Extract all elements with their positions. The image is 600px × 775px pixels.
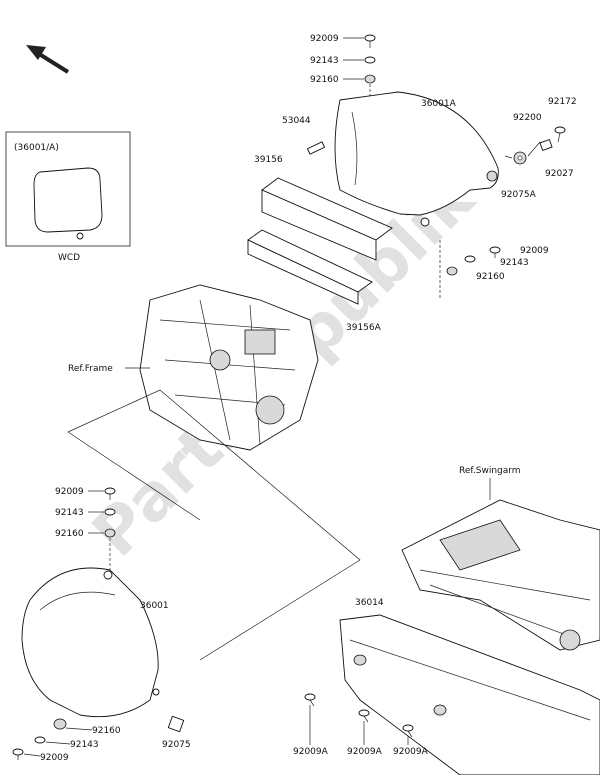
label-92009-top: 92009 (310, 34, 339, 44)
label-53044: 53044 (282, 116, 311, 126)
label-92172: 92172 (548, 97, 577, 107)
bottom-right-bolts (304, 693, 414, 745)
side-cover-left (21, 567, 160, 718)
frame-illustration (125, 284, 319, 451)
label-36001: 36001 (140, 601, 169, 611)
swingarm-illustration (401, 478, 600, 651)
label-92143-top: 92143 (310, 56, 339, 66)
label-92009A-1: 92009A (293, 747, 329, 757)
label-ref-swingarm: Ref.Swingarm (459, 466, 521, 476)
left-fasteners (88, 487, 116, 570)
label-92160-left: 92160 (55, 529, 84, 539)
label-92009A-2: 92009A (347, 747, 383, 757)
label-92160-mid: 92160 (476, 272, 505, 282)
label-92009A-3: 92009A (393, 747, 429, 757)
label-92027: 92027 (545, 169, 574, 179)
label-92009-mid: 92009 (520, 246, 549, 256)
label-92075A: 92075A (501, 190, 537, 200)
label-92143-left: 92143 (55, 508, 84, 518)
label-92160-bot: 92160 (92, 726, 121, 736)
grommet-icon (364, 74, 376, 84)
inset-box: (36001/A) WCD (5, 131, 131, 263)
label-92075: 92075 (162, 740, 191, 750)
washer-icon (364, 56, 376, 64)
chain-cover (339, 614, 600, 775)
label-36014: 36014 (355, 598, 384, 608)
guide-lines (67, 389, 361, 661)
direction-arrow-icon (26, 45, 70, 74)
bolt-icon (364, 34, 376, 42)
bottom-fasteners (12, 715, 185, 760)
label-92009-left: 92009 (55, 487, 84, 497)
label-ref-frame: Ref.Frame (68, 364, 113, 374)
label-36001A: 36001A (421, 99, 457, 109)
label-92009-bot: 92009 (40, 753, 69, 763)
right-fasteners (306, 126, 566, 300)
side-cover-right (334, 91, 499, 227)
label-92200: 92200 (513, 113, 542, 123)
filters (247, 177, 393, 305)
label-92143-mid: 92143 (500, 258, 529, 268)
part-labels: 92009 92143 92160 53044 36001A 92200 921… (40, 34, 577, 763)
label-92143-bot: 92143 (70, 740, 99, 750)
inset-caption: WCD (58, 253, 80, 263)
label-92160-top: 92160 (310, 75, 339, 85)
label-39156: 39156 (254, 155, 283, 165)
inset-title: (36001/A) (14, 143, 59, 153)
label-39156A: 39156A (346, 323, 382, 333)
